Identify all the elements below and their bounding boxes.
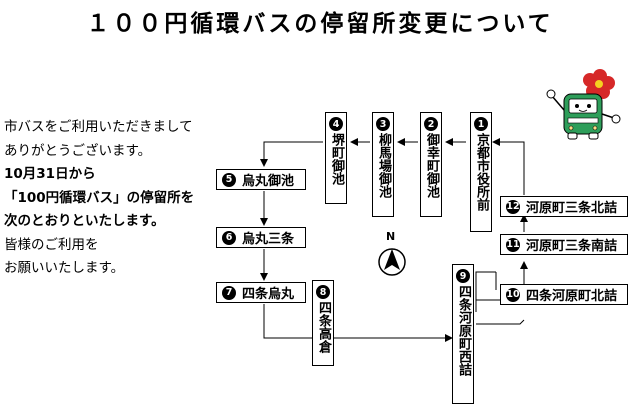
notice-text: 市バスをご利用いただきまして ありがとうございます。 10月31日から 「100…: [4, 116, 219, 281]
stop-name: 京都市役所前: [474, 133, 489, 211]
stop-name: 御幸町御池: [424, 133, 439, 198]
stop-number: 4: [329, 117, 343, 131]
notice-line: 皆様のご利用を: [4, 236, 99, 253]
notice-line: 市バスをご利用いただきまして: [4, 119, 193, 135]
stop-name: 四条河原町西詰: [456, 285, 471, 376]
stop-name: 烏丸御池: [242, 174, 295, 189]
route-segment: [260, 141, 323, 167]
stop-number: 10: [506, 287, 520, 302]
notice-line: 10月31日から: [4, 166, 96, 182]
stop-number: 7: [222, 285, 236, 300]
route-segment: [492, 138, 525, 195]
stop-box: 4 堺町御池: [325, 112, 347, 204]
stop-box: 11 河原町三条南詰: [500, 234, 628, 255]
stop-box: 5 烏丸御池: [216, 169, 306, 190]
stop-number: 1: [474, 117, 488, 131]
stop-box: 9 四条河原町西詰: [452, 264, 474, 404]
stop-name: 堺町御池: [329, 133, 344, 185]
route-segment: [263, 304, 453, 342]
stop-name: 河原町三条南詰: [526, 239, 618, 254]
stop-number: 6: [222, 230, 236, 245]
compass-icon: [378, 248, 406, 276]
stop-box: 3 柳馬場御池: [372, 112, 394, 217]
stop-name: 四条河原町北詰: [526, 289, 618, 304]
stop-box: 1 京都市役所前: [470, 112, 492, 232]
stop-number: 12: [506, 199, 520, 214]
notice-line: 「100円循環バス」の停留所を: [4, 189, 195, 206]
stop-name: 烏丸三条: [242, 232, 295, 247]
route-segment: [476, 319, 525, 325]
compass-label: N: [386, 230, 396, 243]
stop-box: 10 四条河原町北詰: [500, 284, 628, 305]
route-segment: [475, 271, 496, 312]
stop-number: 9: [456, 269, 470, 283]
stop-box: 12 河原町三条北詰: [500, 196, 628, 217]
stop-box: 7 四条烏丸: [216, 282, 306, 303]
bus-mascot-icon: [546, 69, 621, 140]
stop-number: 2: [424, 117, 438, 131]
stop-number: 11: [506, 237, 520, 252]
stop-name: 四条烏丸: [242, 287, 295, 302]
stop-box: 2 御幸町御池: [420, 112, 442, 217]
notice-line: お願いいたします。: [4, 260, 125, 276]
stop-name: 河原町三条北詰: [526, 201, 618, 216]
stop-number: 3: [376, 117, 390, 131]
stop-number: 5: [222, 172, 236, 187]
notice-line: ありがとうございます。: [4, 142, 152, 159]
stop-box: 8 四条高倉: [312, 280, 334, 366]
stop-name: 四条高倉: [316, 301, 331, 353]
stop-name: 柳馬場御池: [376, 133, 391, 198]
notice-line: 次のとおりといたします。: [4, 213, 165, 229]
stop-box: 6 烏丸三条: [216, 227, 306, 248]
page-title: １００円循環バスの停留所変更について: [86, 11, 554, 37]
stop-number: 8: [316, 285, 330, 299]
